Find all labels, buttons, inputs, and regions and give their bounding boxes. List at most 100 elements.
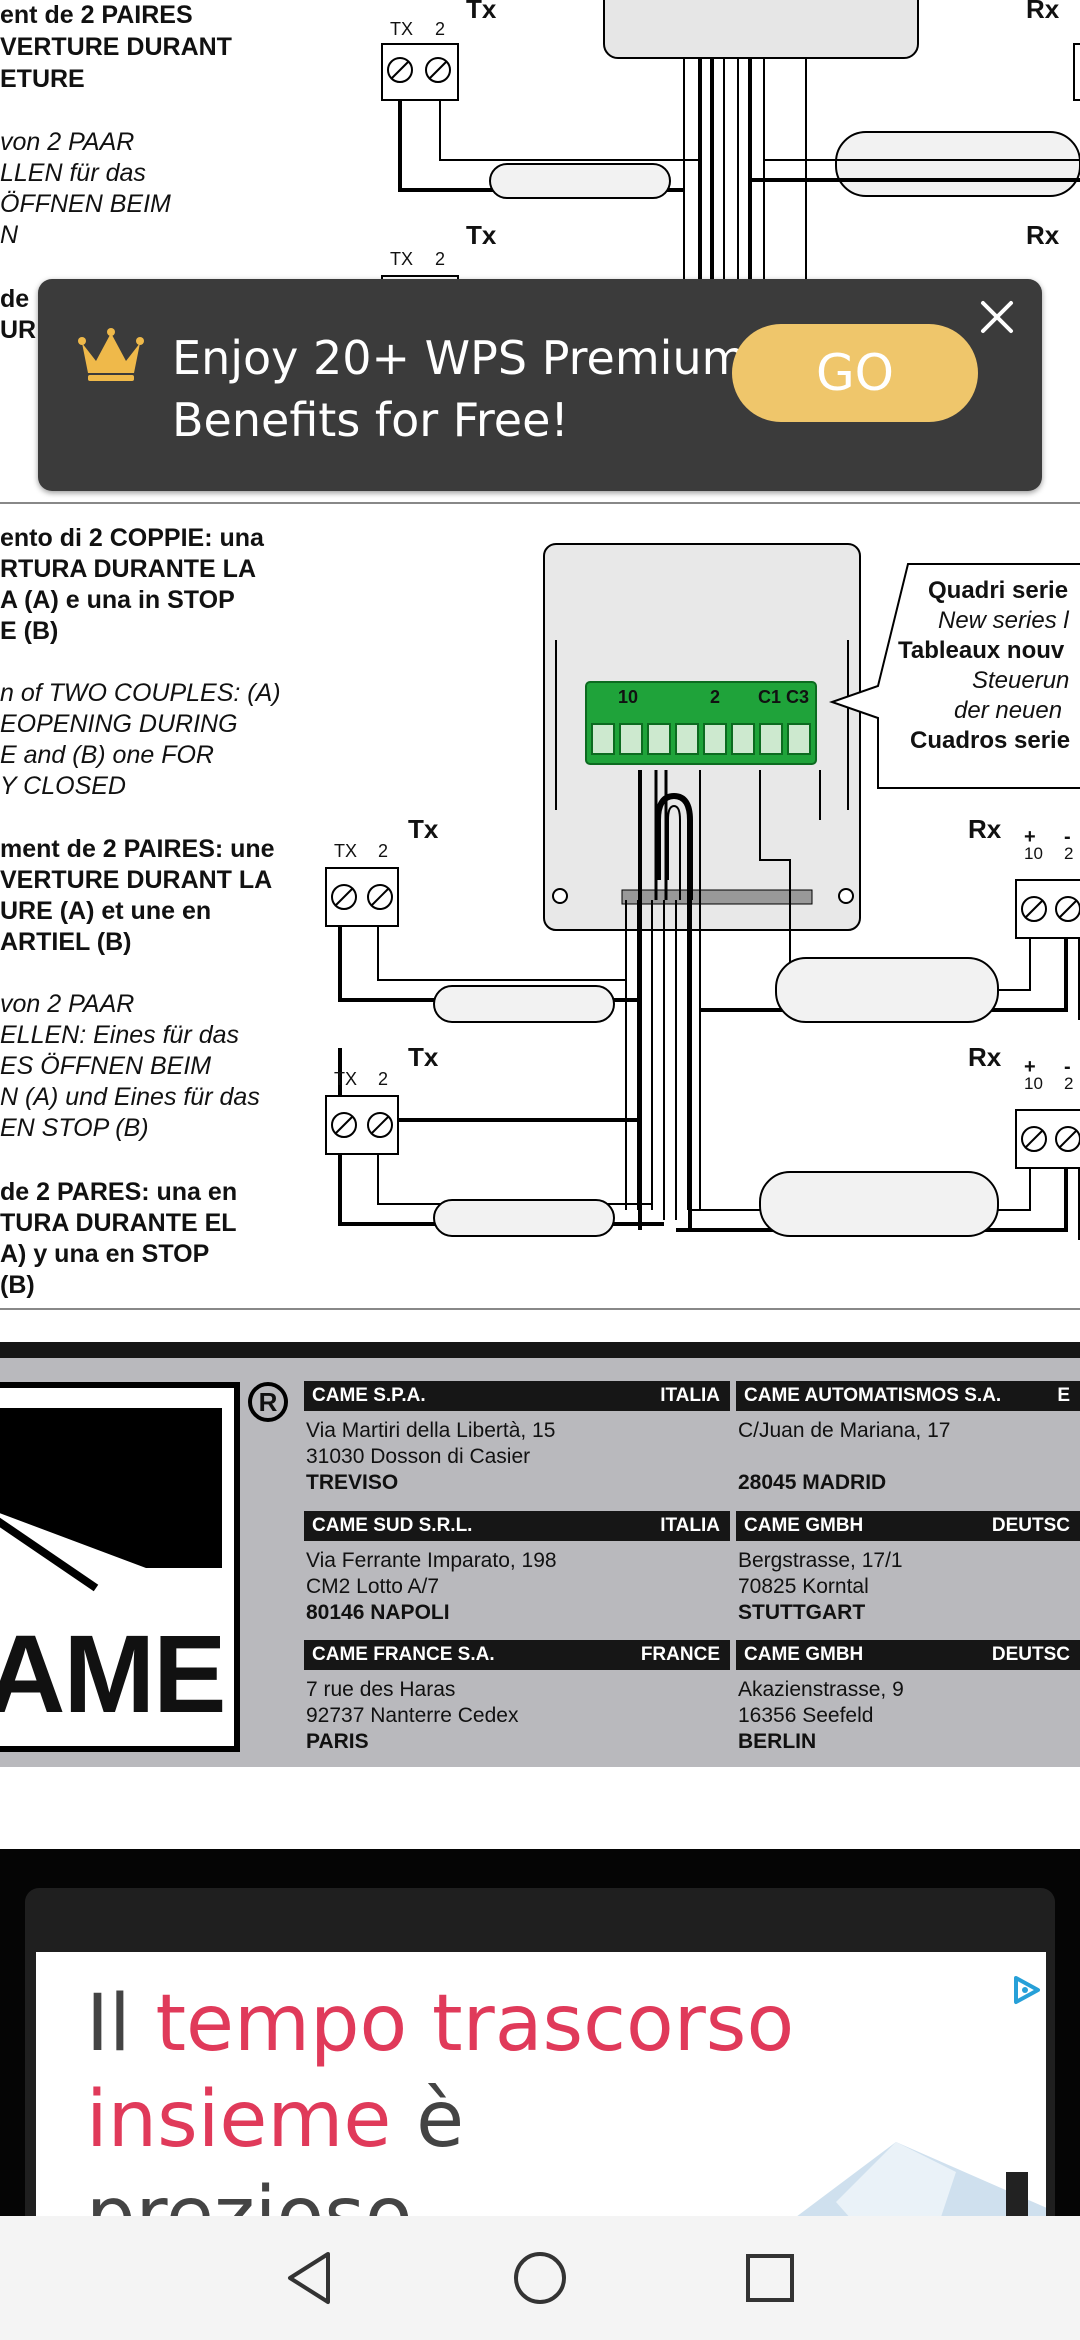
- company-country: E: [1057, 1385, 1070, 1406]
- tx-label: Tx: [466, 220, 497, 250]
- home-icon[interactable]: [512, 2250, 568, 2306]
- terminal-number: 10: [1024, 1074, 1043, 1093]
- terminal-label: 2: [710, 687, 721, 707]
- terminal-number: 2: [378, 841, 389, 861]
- rx-label: Rx: [1026, 0, 1060, 24]
- callout-line: Cuadros serie: [910, 727, 1071, 754]
- company-header: CAME GMBH DEUTSC: [736, 1511, 1080, 1541]
- logo-mark: [0, 1408, 222, 1592]
- terminal-number: 2: [378, 1069, 389, 1089]
- callout-line: Tableaux nouv: [898, 637, 1065, 664]
- ad-headline-line: Il tempo trascorso: [86, 1976, 794, 2072]
- tx-label: Tx: [466, 0, 497, 24]
- doc-text-line: n of TWO COUPLES: (A): [0, 679, 281, 707]
- company-address: Via Ferrante Imparato, 198: [306, 1549, 557, 1572]
- polarity-label: +: [1024, 1056, 1036, 1078]
- company-name: CAME AUTOMATISMOS S.A.: [744, 1385, 1002, 1406]
- company-address: 16356 Seefeld: [738, 1704, 874, 1727]
- doc-text-line: EOPENING DURING: [0, 710, 238, 738]
- company-header: CAME SUD S.R.L.ITALIA: [304, 1511, 730, 1541]
- terminal-number: 2: [1064, 1074, 1074, 1093]
- company-city: 28045 MADRID: [738, 1471, 887, 1494]
- go-button[interactable]: GO: [732, 324, 978, 422]
- doc-text-line: N (A) und Eines für das: [0, 1083, 260, 1111]
- company-city: PARIS: [306, 1730, 369, 1753]
- doc-text-line: ETURE: [0, 65, 85, 93]
- doc-text-line: von 2 PAAR: [0, 990, 135, 1018]
- doc-text-line: ento di 2 COPPIE: una: [0, 524, 264, 552]
- ad-text-part: Il: [86, 1979, 156, 2069]
- company-address: 31030 Dosson di Casier: [306, 1445, 531, 1468]
- doc-text-line: de: [0, 285, 30, 313]
- company-address: Bergstrasse, 17/1: [738, 1549, 903, 1572]
- doc-text-line: ÖFFNEN BEIM: [0, 190, 171, 218]
- banner-message: Enjoy 20+ WPS Premium Benefits for Free!: [172, 327, 746, 451]
- ad-text-part: è: [391, 2075, 465, 2165]
- terminal-label: C1 C3: [758, 687, 810, 707]
- company-address: C/Juan de Mariana, 17: [738, 1419, 951, 1442]
- company-address: Akazienstrasse, 9: [738, 1678, 904, 1701]
- system-navigation-bar: [0, 2216, 1080, 2340]
- doc-text-line: RTURA DURANTE LA: [0, 555, 256, 583]
- banner-line: Benefits for Free!: [172, 393, 569, 447]
- logo-text: AME: [0, 1613, 226, 1736]
- ad-text-part: insieme: [86, 2075, 392, 2165]
- doc-text-line: Y CLOSED: [0, 772, 126, 800]
- terminal-number: 10: [1024, 844, 1043, 863]
- back-icon[interactable]: [284, 2250, 334, 2306]
- banner-line: Enjoy 20+ WPS Premium: [172, 331, 747, 385]
- doc-text-line: VERTURE DURANT: [0, 33, 232, 61]
- premium-promo-banner[interactable]: Enjoy 20+ WPS Premium Benefits for Free!…: [38, 279, 1042, 491]
- doc-text-line: TURA DURANTE EL: [0, 1209, 237, 1237]
- callout-line: der neuen: [954, 697, 1063, 724]
- recents-icon[interactable]: [744, 2252, 796, 2304]
- doc-text-line: E (B): [0, 617, 59, 645]
- company-country: DEUTSC: [991, 1515, 1070, 1536]
- section-divider: [0, 502, 1080, 504]
- doc-text-line: A) y una en STOP: [0, 1240, 210, 1268]
- terminal-number: 2: [435, 19, 446, 39]
- company-header: CAME AUTOMATISMOS S.A. E: [736, 1381, 1080, 1411]
- doc-text-line: (B): [0, 1271, 35, 1299]
- company-name: CAME S.P.A.: [312, 1385, 426, 1406]
- doc-text-line: A (A) e una in STOP: [0, 586, 235, 614]
- doc-text-line: N: [0, 221, 19, 249]
- doc-text-line: ment de 2 PAIRES: une: [0, 835, 275, 863]
- callout-line: Quadri serie: [928, 577, 1069, 604]
- doc-text-line: ARTIEL (B): [0, 928, 132, 956]
- doc-text-line: ES ÖFFNEN BEIM: [0, 1052, 212, 1080]
- doc-text-line: UR: [0, 316, 37, 344]
- adchoices-icon[interactable]: [1008, 1972, 1044, 2008]
- tx-label: Tx: [408, 814, 439, 844]
- callout-line: New series l: [938, 607, 1069, 634]
- doc-text-line: ent de 2 PAIRES: [0, 1, 193, 29]
- company-city: 80146 NAPOLI: [306, 1601, 450, 1624]
- tx-terminal-label: TX: [390, 249, 414, 269]
- company-city: BERLIN: [738, 1730, 817, 1753]
- doc-text-line: von 2 PAAR: [0, 128, 135, 156]
- registered-mark: R: [248, 1382, 288, 1422]
- terminal-block: [585, 681, 817, 765]
- tx-terminal-label: TX: [334, 1069, 358, 1089]
- rx-label: Rx: [968, 1042, 1002, 1072]
- rx-label: Rx: [1026, 220, 1060, 250]
- terminal-label: 10: [618, 687, 639, 707]
- company-name: CAME GMBH: [744, 1644, 864, 1665]
- doc-text-line: de 2 PARES: una en: [0, 1178, 238, 1206]
- footer-top-rule: [0, 1342, 1080, 1358]
- doc-text-line: EN STOP (B): [0, 1114, 149, 1142]
- company-name: CAME GMBH: [744, 1515, 864, 1536]
- doc-text-line: VERTURE DURANT LA: [0, 866, 273, 894]
- company-name: CAME FRANCE S.A.: [312, 1644, 495, 1665]
- company-address: 7 rue des Haras: [306, 1678, 456, 1701]
- doc-text-line: ELLEN: Eines für das: [0, 1021, 240, 1049]
- company-header: CAME S.P.A.ITALIA: [304, 1381, 730, 1411]
- came-logo: AME: [0, 1382, 240, 1752]
- polarity-label: -: [1064, 826, 1071, 848]
- tx-label: Tx: [408, 1042, 439, 1072]
- crown-icon: [78, 328, 144, 381]
- section-divider: [0, 1308, 1080, 1310]
- tx-terminal-label: TX: [390, 19, 414, 39]
- close-icon[interactable]: [975, 295, 1019, 339]
